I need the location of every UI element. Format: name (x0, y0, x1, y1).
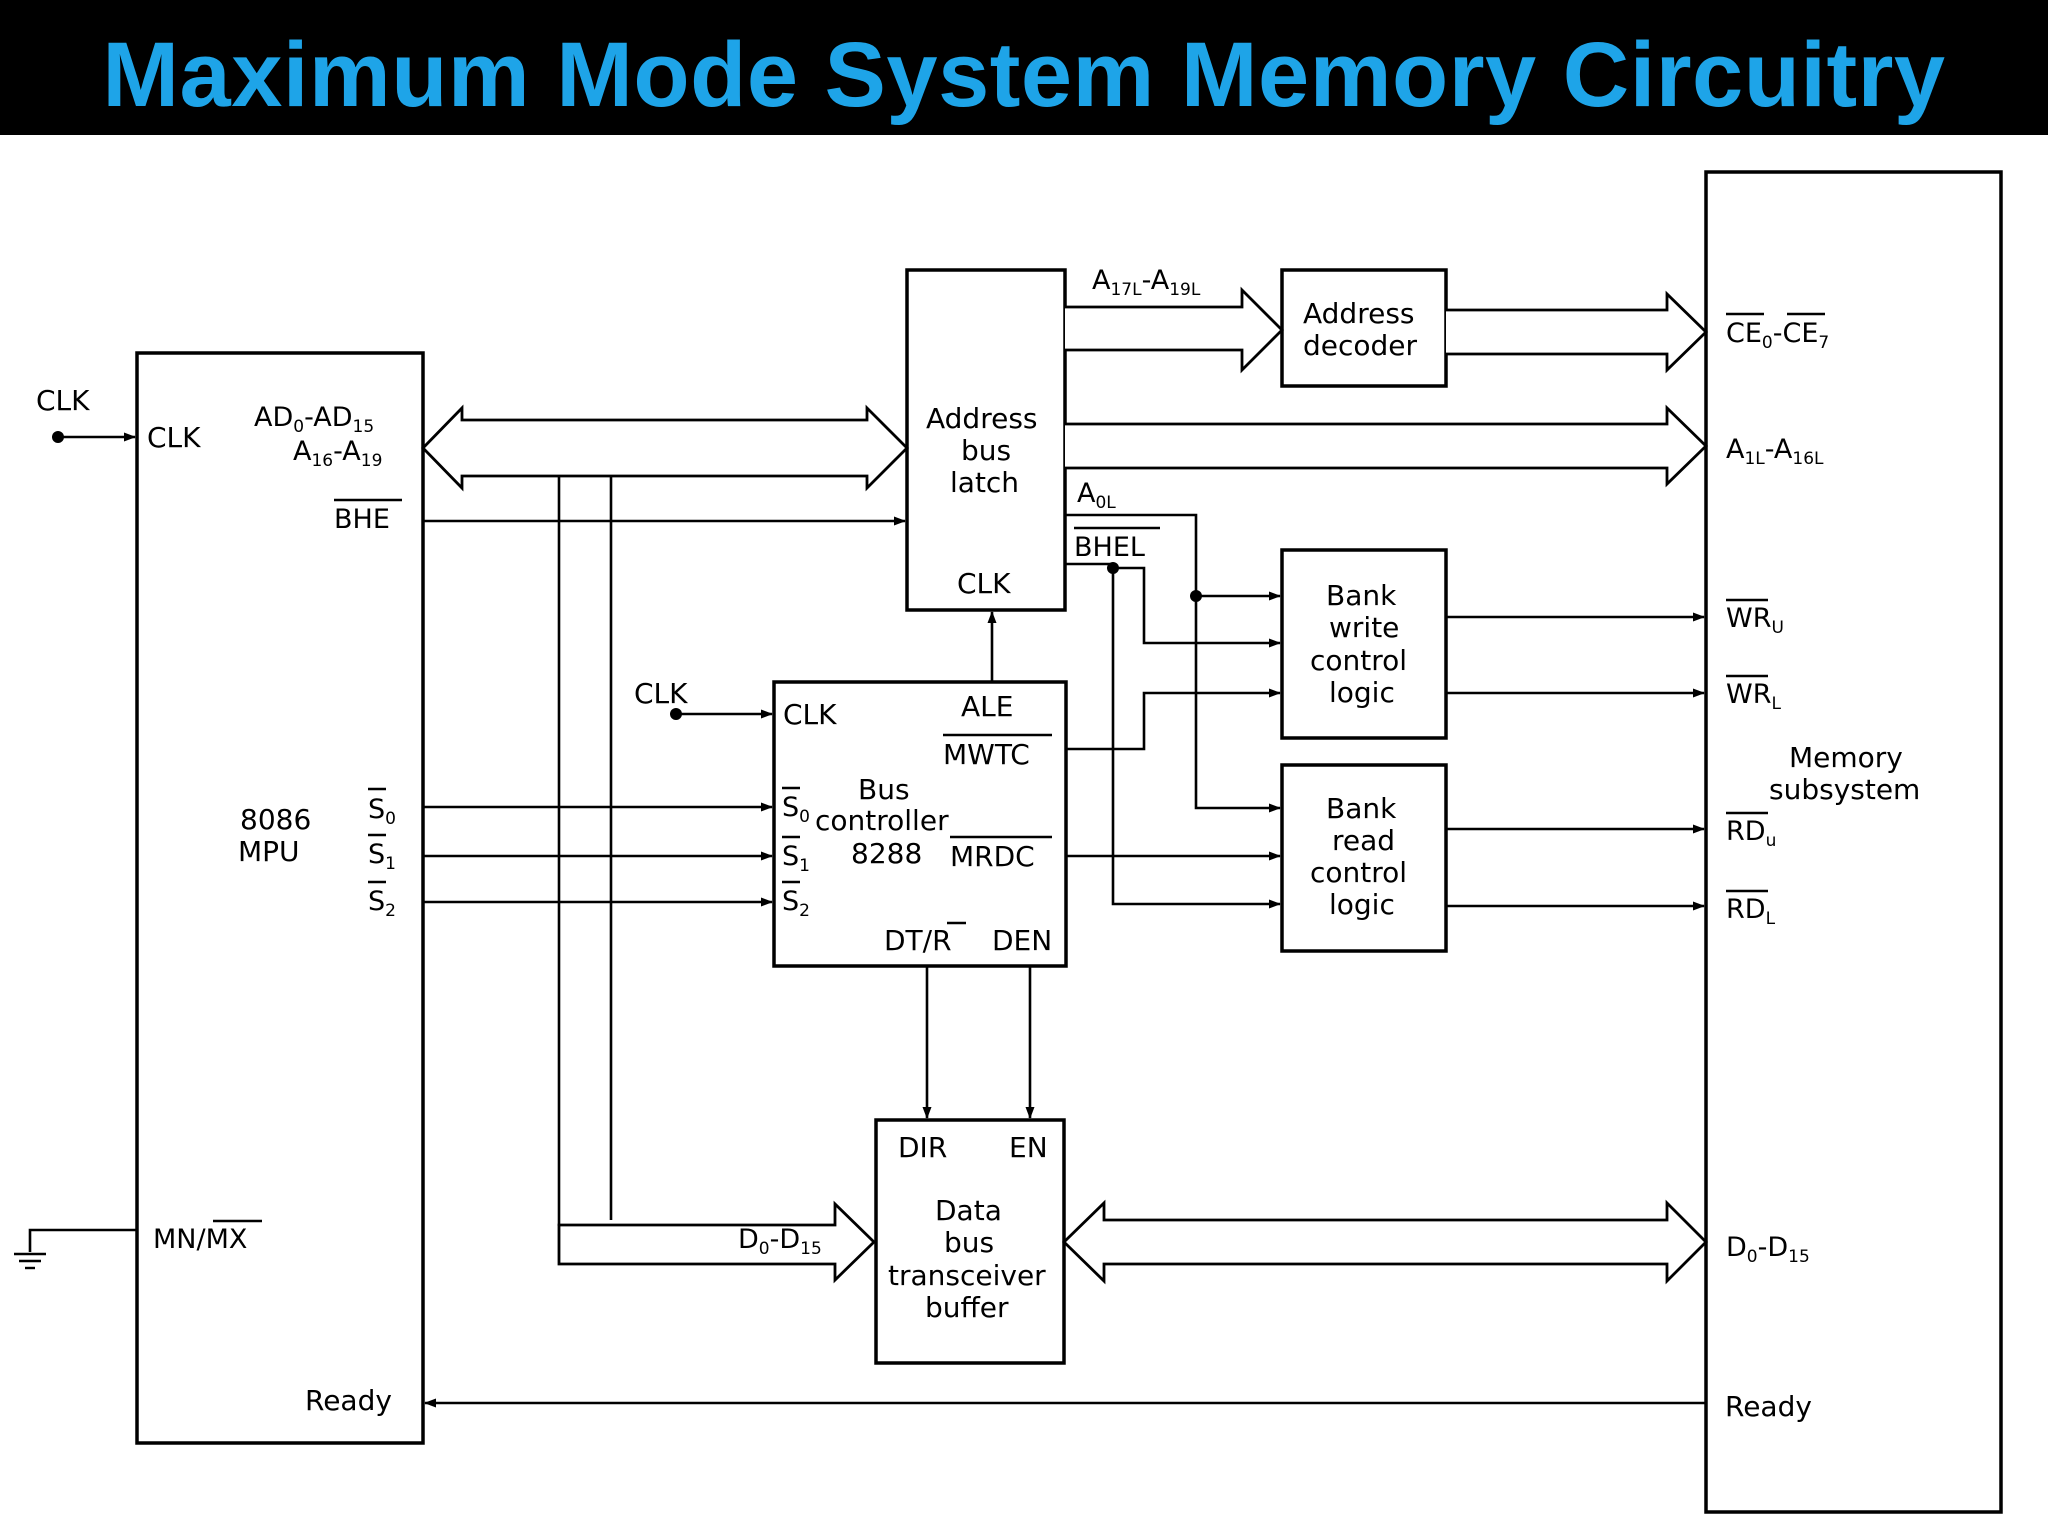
bank-read-line1: Bank (1326, 792, 1397, 825)
controller-s1-label: S1 (782, 841, 810, 876)
transceiver-line2: bus (944, 1226, 994, 1259)
mpu-ready-label: Ready (305, 1384, 392, 1417)
memory-ce-label: CE0-CE7 (1726, 318, 1829, 353)
mpu-bhe-label: BHE (334, 504, 390, 535)
mpu-name-line2: MPU (238, 835, 300, 868)
mpu-box (135, 351, 425, 1445)
controller-dtr-label: DT/R (884, 924, 952, 957)
a17-19-bus-arrow (1065, 286, 1284, 374)
bank-write-line3: control (1310, 644, 1407, 677)
bhel-label: BHEL (1074, 532, 1145, 563)
bank-write-box (1280, 548, 1448, 740)
memory-rdu-label: RDu (1726, 816, 1776, 851)
transceiver-en-label: EN (1009, 1131, 1048, 1164)
mwtc-wire (1066, 688, 1281, 751)
controller-name-line1: Bus (858, 773, 910, 806)
data-bus-in-arrow (557, 1200, 877, 1284)
decoder-label-line1: Address (1303, 297, 1415, 330)
latch-label-line2: bus (961, 434, 1011, 467)
memory-label-line1: Memory (1789, 741, 1903, 774)
bhel-wire (1065, 562, 1281, 909)
controller-mrdc-label: MRDC (950, 840, 1035, 873)
controller-name-line3: 8288 (851, 837, 922, 870)
transceiver-line3: transceiver (888, 1259, 1046, 1292)
controller-s0-label: S0 (782, 792, 810, 827)
bank-write-line2: write (1329, 611, 1399, 644)
a1-16-bus-arrow (1065, 404, 1709, 488)
memory-rdl-label: RDL (1726, 894, 1776, 929)
mpu-clk-pin-label: CLK (147, 421, 201, 454)
controller-ext-clk-label: CLK (634, 677, 688, 710)
memory-data-bus-label: D0-D15 (1726, 1232, 1810, 1267)
mpu-data-bus-label: D0-D15 (738, 1224, 822, 1259)
transceiver-line4: buffer (925, 1291, 1009, 1324)
memory-wrl-label: WRL (1726, 679, 1781, 714)
ce-bus-arrow (1446, 290, 1709, 374)
mpu-s2-label: S2 (368, 886, 396, 921)
mpu-s0-label: S0 (368, 794, 396, 829)
controller-name-line2: controller (815, 804, 949, 837)
ground-icon (14, 1252, 46, 1270)
mpu-clk-dot (52, 431, 64, 443)
page-title: Maximum Mode System Memory Circuitry (102, 24, 1946, 126)
controller-den-label: DEN (992, 924, 1052, 957)
decoder-label-line2: decoder (1303, 329, 1418, 362)
controller-clk-dot (670, 708, 682, 720)
bhel-tap-wire (1113, 566, 1281, 648)
controller-mwtc-label: MWTC (943, 738, 1030, 771)
ad-bus-double-arrow (421, 404, 909, 492)
latch-label-line3: latch (950, 466, 1019, 499)
mpu-a-bus-label: A16-A19 (293, 436, 382, 471)
controller-clk-pin-label: CLK (783, 698, 837, 731)
mpu-name-line1: 8086 (240, 803, 311, 836)
a17-19-label: A17L-A19L (1092, 265, 1201, 300)
mpu-s1-label: S1 (368, 839, 396, 874)
bus-controller-box (772, 680, 1068, 968)
memory-ready-label: Ready (1725, 1390, 1812, 1423)
bank-read-line3: control (1310, 856, 1407, 889)
data-bus-double-arrow (1061, 1199, 1708, 1285)
bank-read-box (1280, 763, 1448, 953)
bhel-tap-dot (1107, 562, 1119, 574)
transceiver-line1: Data (935, 1194, 1002, 1227)
latch-clk-label: CLK (957, 567, 1011, 600)
title-bar (0, 0, 2048, 135)
controller-s2-label: S2 (782, 886, 810, 921)
controller-ale-label: ALE (961, 690, 1013, 723)
memory-subsystem-box (1704, 170, 2003, 1514)
memory-a1-16-label: A1L-A16L (1726, 434, 1824, 469)
a0l-wire (1065, 513, 1281, 813)
memory-wru-label: WRU (1726, 603, 1784, 638)
mpu-mnmx-label: MN/MX (153, 1224, 247, 1255)
transceiver-dir-label: DIR (898, 1131, 947, 1164)
external-clk-label: CLK (36, 384, 90, 417)
mpu-ad-bus-label: AD0-AD15 (254, 402, 374, 437)
bank-read-line2: read (1332, 824, 1395, 857)
bank-write-line1: Bank (1326, 579, 1397, 612)
a0l-tap-dot (1190, 590, 1202, 602)
latch-label-line1: Address (926, 402, 1038, 435)
a0l-label: A0L (1077, 478, 1116, 513)
bank-write-line4: logic (1329, 676, 1395, 709)
memory-label-line2: subsystem (1769, 773, 1920, 806)
bank-read-line4: logic (1329, 888, 1395, 921)
mnmx-ground-wire (28, 1228, 137, 1252)
